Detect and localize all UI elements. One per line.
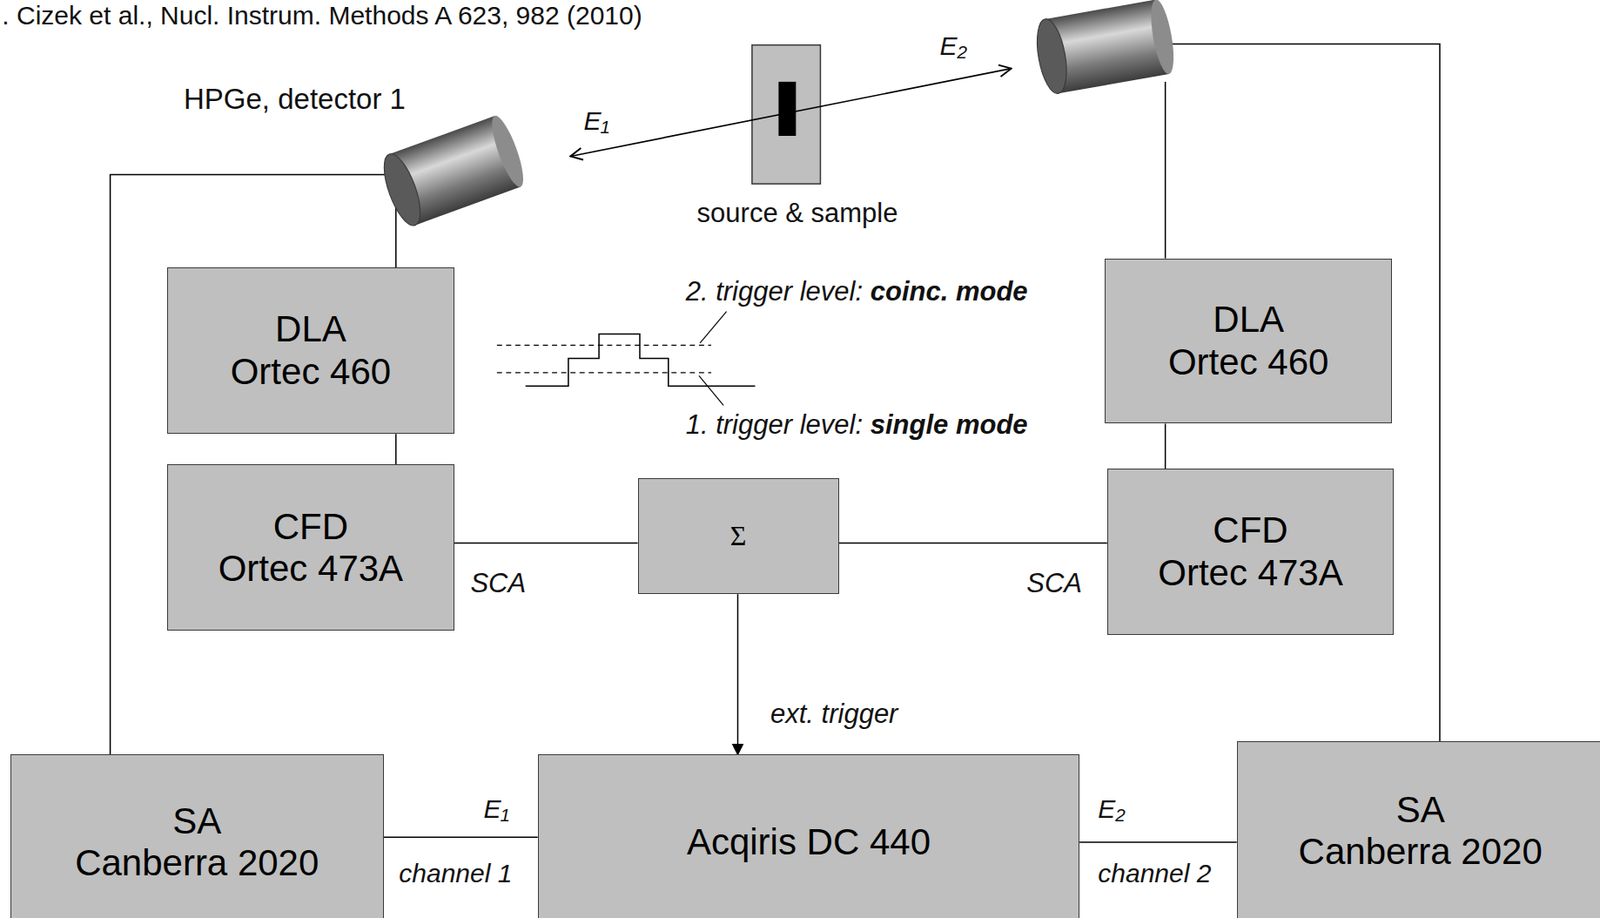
annotation: channel 1 — [398, 857, 512, 889]
annotation: coinc. mode — [870, 275, 1029, 308]
signal-line — [839, 542, 1108, 545]
annotation: channel 2 — [1097, 857, 1211, 889]
annotation: 2. trigger level: — [685, 275, 863, 308]
module-box: SA Canberra 2020 — [1236, 740, 1600, 918]
annotation: E₂ — [1097, 793, 1125, 825]
leader-line — [699, 375, 724, 405]
box-label-line: SA — [1298, 788, 1543, 831]
leader-line — [699, 311, 727, 343]
box-label-line: DLA — [230, 308, 391, 350]
signal-line — [395, 433, 397, 464]
box-label: Acqiris DC 440 — [686, 820, 931, 863]
box-label: Σ — [730, 519, 747, 552]
box-label-line: CFD — [1157, 509, 1343, 552]
annotation: 1. trigger level: — [685, 408, 863, 441]
signal-wire — [1164, 81, 1167, 259]
box-label: SA Canberra 2020 — [1298, 788, 1543, 874]
module-box: DLA Ortec 460 — [1104, 258, 1392, 424]
box-label-line: SA — [74, 800, 319, 842]
box-label-line: Canberra 2020 — [74, 841, 319, 883]
module-box: Acqiris DC 440 — [537, 753, 1080, 918]
annotation: SCA — [1026, 566, 1083, 599]
citation: . Cizek et al., Nucl. Instrum. Methods A… — [1, 0, 642, 32]
box-label: CFD Ortec 473A — [218, 505, 404, 591]
annotation: E₁ — [484, 793, 510, 825]
signal-line — [1164, 423, 1167, 469]
annotation: single mode — [870, 408, 1029, 441]
box-label-line: DLA — [1168, 298, 1329, 341]
signal-line — [454, 542, 639, 545]
pulse-shape — [525, 333, 756, 386]
box-label: SA Canberra 2020 — [74, 800, 319, 885]
trigger-arrow — [737, 593, 740, 754]
box-label-line: Ortec 473A — [1157, 551, 1343, 593]
gamma-rays — [570, 68, 1011, 157]
edge-label: ext. trigger — [770, 697, 898, 730]
signal-line — [383, 835, 538, 838]
sample-holder — [752, 45, 821, 184]
box-label: DLA Ortec 460 — [1168, 298, 1329, 384]
source-sample — [778, 81, 796, 136]
box-label-line: Ortec 460 — [230, 350, 391, 392]
box-label-line: Ortec 473A — [218, 547, 404, 589]
annotation: E₁ — [583, 105, 609, 137]
module-box: CFD Ortec 473A — [1107, 468, 1394, 635]
detector-face — [376, 149, 428, 230]
hpge-detector — [376, 112, 530, 229]
hpge-detector — [1032, 0, 1178, 96]
annotation: SCA — [470, 566, 526, 599]
box-label: CFD Ortec 473A — [1157, 509, 1343, 594]
sum-box: Σ — [638, 477, 840, 595]
detector-end — [1146, 0, 1178, 76]
detector-end — [485, 112, 529, 190]
box-label-line: Canberra 2020 — [1298, 830, 1543, 872]
module-box: SA Canberra 2020 — [10, 753, 384, 918]
annotation: E₂ — [940, 30, 968, 62]
box-label-line: CFD — [218, 505, 404, 548]
trigger-level — [497, 344, 712, 346]
annotation: source & sample — [697, 196, 899, 229]
signal-line — [1079, 840, 1237, 843]
signal-wire — [395, 204, 397, 269]
box-label-line: Ortec 460 — [1168, 341, 1329, 383]
trigger-level — [497, 371, 712, 373]
detector-face — [1032, 16, 1072, 96]
module-box: DLA Ortec 460 — [167, 267, 454, 434]
box-label: DLA Ortec 460 — [230, 308, 391, 393]
module-box: CFD Ortec 473A — [167, 463, 454, 631]
annotation: HPGe, detector 1 — [183, 81, 406, 117]
